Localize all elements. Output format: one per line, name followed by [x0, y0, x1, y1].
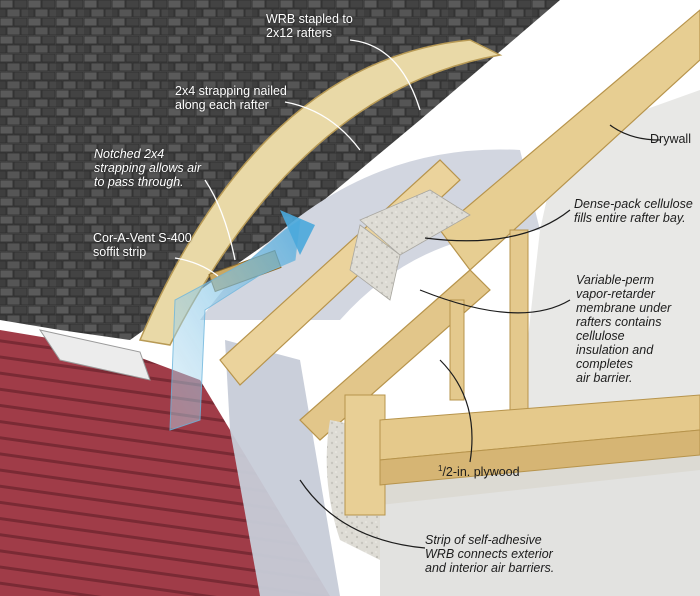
leader-wrb: [349, 39, 421, 111]
label-drywall: Drywall: [650, 132, 691, 146]
leader-cellulose: [424, 209, 571, 242]
rafter-main: [439, 9, 700, 271]
leader-wrb-strip: [299, 479, 426, 549]
interior-ceiling-board: [380, 470, 700, 596]
label-soffit-strip: Cor-A-Vent S-400 soffit strip: [93, 231, 192, 259]
interior-stud-2: [509, 229, 529, 411]
plywood-denominator: /2: [442, 465, 453, 479]
leader-plywood: [439, 359, 473, 463]
label-wrb-strip: Strip of self-adhesive WRB connects exte…: [425, 533, 555, 575]
plywood-numerator: 1: [438, 463, 443, 473]
label-dense-pack-cellulose: Dense-pack cellulose fills entire rafter…: [574, 197, 693, 225]
leader-strapping: [284, 101, 361, 151]
label-plywood: 1/2-in. plywood: [438, 463, 520, 479]
airflow-arrowhead-icon: [280, 210, 315, 255]
cellulose-top: [359, 189, 471, 256]
leader-drywall: [609, 124, 661, 141]
leader-notched: [204, 179, 236, 261]
red-siding: [0, 330, 330, 596]
label-wrb-rafters: WRB stapled to 2x12 rafters: [266, 12, 353, 40]
leader-membrane: [419, 289, 571, 314]
plywood-face: [379, 429, 700, 486]
label-notched-strapping: Notched 2x4 strapping allows air to pass…: [94, 147, 201, 189]
plywood-joist: [379, 394, 700, 461]
interior-stud-3: [344, 394, 386, 516]
wrb-strip: [225, 340, 340, 596]
leader-soffit: [174, 257, 219, 277]
label-vapor-retarder: Variable-perm vapor-retarder membrane un…: [576, 273, 672, 385]
interior-stud-1: [449, 299, 465, 401]
label-strapping: 2x4 strapping nailed along each rafter: [175, 84, 287, 112]
plywood-text: -in. plywood: [452, 465, 520, 479]
gutter: [38, 329, 151, 381]
cellulose-bay: [349, 224, 401, 301]
